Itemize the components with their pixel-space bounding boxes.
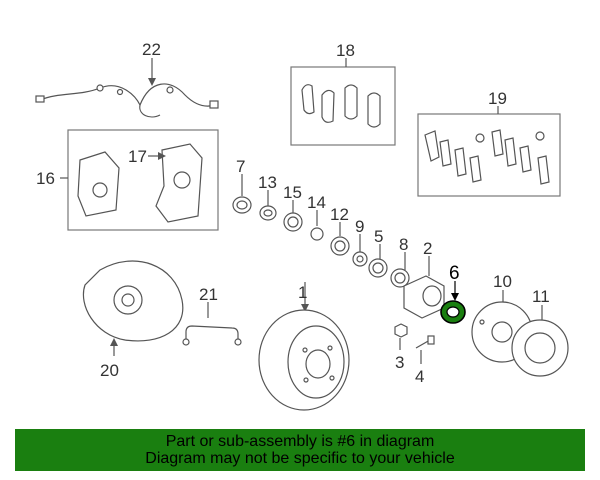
part-20-backing-plate	[82, 260, 184, 356]
part-1-brake-rotor	[258, 282, 350, 411]
callout-13[interactable]: 13	[258, 173, 277, 192]
callout-17[interactable]: 17	[128, 147, 147, 166]
callout-3[interactable]: 3	[395, 353, 404, 372]
part-17-leader	[148, 152, 166, 160]
callout-22[interactable]: 22	[142, 40, 161, 59]
callout-8[interactable]: 8	[399, 235, 408, 254]
part-16-caliper-assembly	[60, 129, 219, 231]
part-4-bolt	[415, 335, 435, 364]
callout-19[interactable]: 19	[488, 89, 507, 108]
part-3-nut	[394, 323, 408, 350]
callout-14[interactable]: 14	[307, 193, 326, 212]
callout-4[interactable]: 4	[415, 367, 424, 386]
parts-diagram: 22 18 19 16 17	[35, 40, 569, 411]
callout-11[interactable]: 11	[532, 287, 550, 306]
callout-15[interactable]: 15	[283, 183, 302, 202]
part-8-seal	[390, 252, 410, 288]
part-14-snap-ring	[310, 210, 324, 241]
part-6-highlighted-seal	[440, 281, 466, 324]
callout-10[interactable]: 10	[493, 272, 512, 291]
callout-9[interactable]: 9	[355, 217, 364, 236]
part-5-spacer	[368, 244, 388, 278]
part-18-brake-pads	[290, 58, 396, 146]
callout-21[interactable]: 21	[199, 285, 218, 304]
part-19-pad-kit	[417, 106, 561, 197]
callout-7[interactable]: 7	[236, 157, 245, 176]
info-banner: Part or sub-assembly is #6 in diagram Di…	[15, 429, 585, 471]
callout-2[interactable]: 2	[423, 239, 432, 258]
part-12-bearing	[330, 222, 350, 256]
part-13-bearing-race	[259, 190, 277, 221]
callout-16[interactable]: 16	[36, 169, 55, 188]
callout-18[interactable]: 18	[336, 41, 355, 60]
banner-line-1: Part or sub-assembly is #6 in diagram	[165, 433, 435, 450]
callout-1[interactable]: 1	[298, 283, 307, 302]
banner-line-2: Diagram may not be specific to your vehi…	[145, 450, 455, 467]
callout-12[interactable]: 12	[330, 205, 349, 224]
part-9-ring	[352, 234, 368, 267]
part-21-bracket	[182, 302, 242, 346]
part-22-abs-sensor-wire	[35, 58, 219, 118]
part-11-gasket	[511, 305, 569, 377]
part-7-seal	[232, 174, 252, 214]
part-15-bearing	[283, 200, 303, 232]
callout-20[interactable]: 20	[100, 361, 119, 380]
callout-6[interactable]: 6	[449, 263, 460, 284]
part-2-hub	[403, 256, 445, 319]
callout-5[interactable]: 5	[374, 227, 383, 246]
